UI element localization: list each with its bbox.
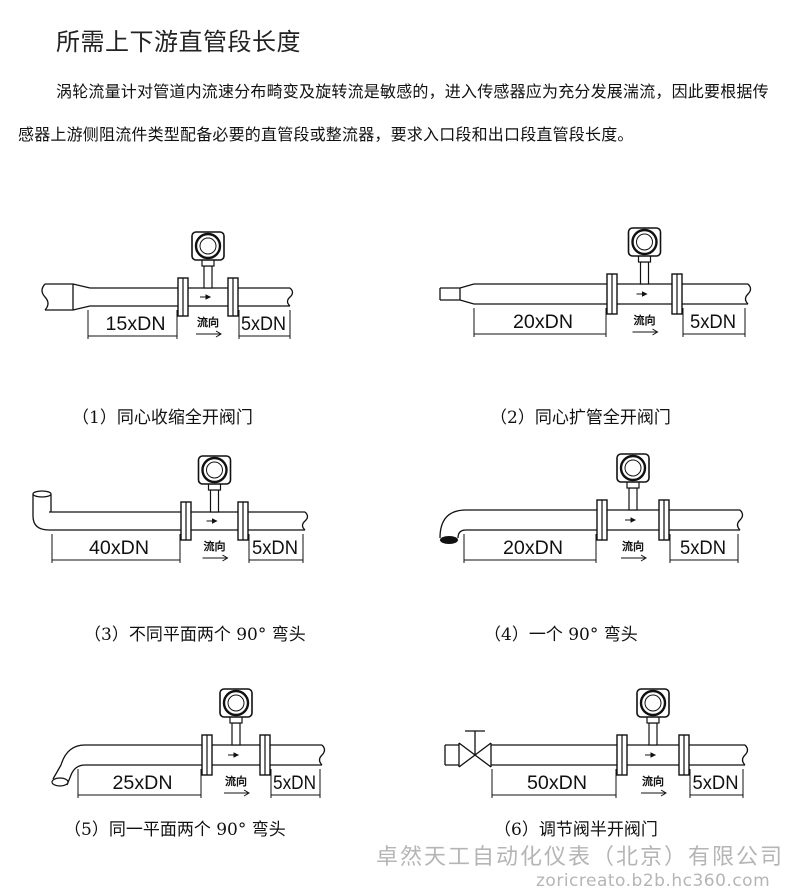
flow-transmitter bbox=[616, 453, 650, 511]
flow-direction-label: 流向 bbox=[642, 774, 664, 788]
caption-4: （4）一个 90° 弯头 bbox=[484, 625, 638, 645]
break-symbol bbox=[301, 511, 309, 531]
dimension-lines bbox=[463, 534, 739, 563]
transmitter-display-inner bbox=[644, 694, 662, 712]
upstream-length-label: 25xDN bbox=[113, 773, 173, 794]
flow-direction-arrow-icon bbox=[196, 330, 222, 338]
transmitter-stem bbox=[639, 261, 650, 285]
flow-direction-arrow-icon bbox=[641, 789, 667, 797]
expander bbox=[439, 283, 475, 305]
dimension-lines bbox=[77, 769, 321, 798]
flow-transmitter bbox=[627, 227, 662, 285]
flow-transmitter bbox=[197, 455, 232, 513]
transmitter-display-inner bbox=[206, 461, 223, 479]
break-symbol bbox=[286, 287, 294, 307]
dimension-lines bbox=[491, 769, 744, 798]
flow-arrow-icon bbox=[636, 291, 648, 297]
break-symbol bbox=[736, 509, 744, 531]
pipe bbox=[49, 511, 305, 531]
break-symbol bbox=[41, 283, 49, 311]
downstream-length-label: 5xDN bbox=[693, 773, 739, 794]
pipe-diagram-1: 15xDN 5xDN 流向 bbox=[41, 231, 294, 339]
flow-direction-arrow-icon bbox=[621, 554, 647, 562]
pipe bbox=[90, 287, 290, 307]
upstream-length-label: 15xDN bbox=[106, 314, 166, 335]
flow-direction-arrow-icon bbox=[632, 328, 659, 336]
elbow bbox=[32, 494, 52, 531]
upstream-length-label: 40xDN bbox=[89, 538, 149, 559]
flow-arrow-icon bbox=[645, 752, 657, 758]
upstream-length-label: 20xDN bbox=[503, 538, 563, 559]
flow-direction-arrow-icon bbox=[202, 554, 229, 562]
pipe-diagram-4: 20xDN 5xDN 流向 bbox=[439, 453, 744, 563]
caption-3: （3）不同平面两个 90° 弯头 bbox=[84, 625, 306, 645]
watermark-company: 卓然天工自动化仪表（北京）有限公司 bbox=[376, 845, 785, 870]
upstream-length-label: 20xDN bbox=[513, 312, 573, 333]
downstream-length-label: 5xDN bbox=[241, 314, 286, 335]
downstream-length-label: 5xDN bbox=[680, 538, 726, 559]
flow-direction-label: 流向 bbox=[622, 539, 644, 553]
elbow-opening bbox=[51, 777, 69, 787]
pipe-diagram-6: 50xDN 5xDN 流向 bbox=[444, 688, 749, 798]
reducer bbox=[45, 283, 91, 311]
flow-direction-arrow-icon bbox=[224, 789, 250, 797]
caption-2: （2）同心扩管全开阀门 bbox=[490, 408, 671, 428]
dimension-lines bbox=[473, 308, 746, 337]
flow-arrow-icon bbox=[228, 752, 240, 758]
caption-6: （6）调节阀半开阀门 bbox=[494, 820, 658, 840]
flow-transmitter bbox=[636, 688, 670, 746]
elbow-opening bbox=[32, 490, 52, 498]
flow-transmitter bbox=[219, 688, 253, 746]
break-symbol bbox=[318, 744, 326, 766]
transmitter-stem bbox=[231, 722, 241, 746]
caption-1: （1）同心收缩全开阀门 bbox=[72, 408, 253, 428]
break-symbol bbox=[741, 744, 749, 766]
upstream-length-label: 50xDN bbox=[527, 773, 587, 794]
transmitter-stem bbox=[648, 722, 658, 746]
dimension-lines bbox=[51, 534, 304, 563]
flow-direction-label: 流向 bbox=[634, 313, 656, 327]
transmitter-display-inner bbox=[624, 459, 642, 477]
flow-arrow-icon bbox=[625, 517, 637, 523]
pipe-diagram-2: 20xDN 5xDN 流向 bbox=[439, 227, 752, 337]
elbow bbox=[439, 509, 467, 539]
page-title: 所需上下游直管段长度 bbox=[56, 28, 301, 56]
flow-direction-label: 流向 bbox=[204, 539, 226, 553]
transmitter-stem bbox=[203, 265, 213, 289]
flow-arrow-icon bbox=[206, 518, 218, 524]
intro-paragraph: 涡轮流量计对管道内流速分布畸变及旋转流是敏感的，进入传感器应为充分发展湍流，因此… bbox=[18, 82, 769, 144]
elbow-opening bbox=[440, 536, 458, 544]
transmitter-display-inner bbox=[636, 233, 653, 251]
dimension-lines bbox=[87, 310, 291, 339]
downstream-length-label: 5xDN bbox=[690, 312, 736, 333]
elbow bbox=[52, 744, 86, 786]
flow-direction-label: 流向 bbox=[225, 774, 247, 788]
break-symbol bbox=[744, 283, 752, 305]
control-valve bbox=[444, 730, 492, 768]
downstream-length-label: 5xDN bbox=[252, 538, 298, 559]
watermark-url: zoricreato.b2b.hc360.com bbox=[536, 871, 771, 891]
pipe-diagram-3: 40xDN 5xDN 流向 bbox=[32, 455, 309, 563]
transmitter-display-inner bbox=[199, 237, 217, 255]
transmitter-display-inner bbox=[227, 694, 245, 712]
transmitter-stem bbox=[628, 487, 638, 511]
flow-arrow-icon bbox=[200, 294, 212, 300]
flow-direction-label: 流向 bbox=[197, 315, 219, 329]
transmitter-stem bbox=[209, 489, 220, 513]
downstream-length-label: 5xDN bbox=[273, 773, 316, 794]
flow-transmitter bbox=[191, 231, 225, 289]
caption-5: （5）同一平面两个 90° 弯头 bbox=[64, 820, 286, 840]
pipe-diagram-5: 25xDN 5xDN 流向 bbox=[51, 688, 326, 798]
